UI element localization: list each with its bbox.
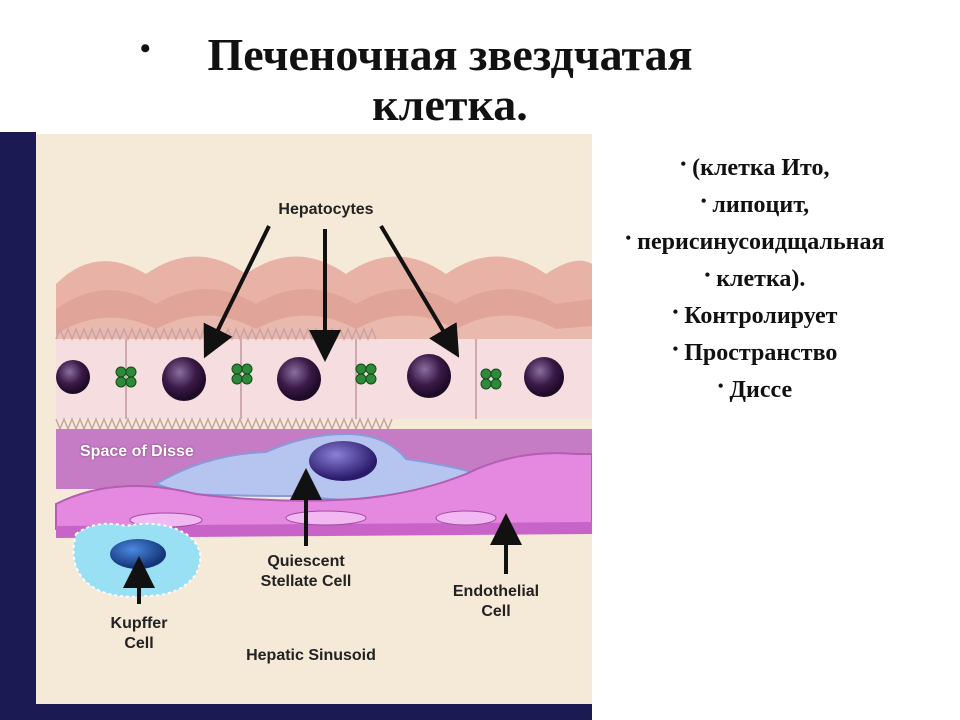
bile-canaliculi	[115, 363, 502, 390]
label-quiescent-line-2: Stellate Cell	[260, 573, 352, 590]
bullet-item: • (клетка Ито,	[575, 148, 935, 185]
label-quiescent-stellate: Quiescent Stellate Cell	[226, 552, 386, 592]
bullet-text: Контролирует	[684, 303, 838, 329]
bullet-item: • липоцит,	[575, 185, 935, 222]
label-arrows	[123, 224, 522, 604]
label-hepatocytes: Hepatocytes	[278, 201, 374, 218]
bullet-text: перисинусоидщальная	[637, 229, 885, 255]
slide-title: • Печеночная звездчатая клетка.	[140, 30, 760, 130]
label-endothelial-line-1: Endothelial	[452, 583, 540, 600]
bullet-text: Диссе	[729, 377, 793, 403]
left-accent-bar	[0, 132, 36, 720]
bullet-item: • клетка).	[575, 259, 935, 296]
title-line-2: клетка.	[372, 79, 528, 130]
label-kupffer-line-1: Kupffer	[110, 615, 168, 632]
title-line-1: Печеночная звездчатая	[207, 29, 693, 80]
bullet-text: Пространство	[684, 340, 838, 366]
label-endothelial-line-2: Cell	[481, 603, 511, 620]
bullet-dot: •	[680, 156, 687, 173]
bullet-dot: •	[672, 341, 679, 358]
bullet-text: (клетка Ито,	[692, 155, 830, 181]
label-space-of-disse: Space of Disse	[80, 443, 194, 460]
bullet-list: • (клетка Ито, • липоцит, • перисинусоидщал…	[575, 148, 935, 407]
hepatocyte-nuclei	[56, 354, 564, 401]
bullet-dot: •	[672, 304, 679, 321]
diagram-illustration	[36, 134, 592, 704]
label-endothelial-cell: Endothelial Cell	[416, 582, 576, 622]
bullet-item: • Диссе	[575, 370, 935, 407]
bullet-text: липоцит,	[712, 192, 810, 218]
label-kupffer-line-2: Cell	[124, 635, 154, 652]
bullet-item: • Пространство	[575, 333, 935, 370]
label-hepatic-sinusoid: Hepatic Sinusoid	[246, 647, 376, 664]
bullet-item: • Контролирует	[575, 296, 935, 333]
kupffer-cell	[72, 522, 202, 598]
bullet-text: клетка).	[716, 266, 806, 292]
bullet-dot: •	[704, 267, 711, 284]
bullet-dot: •	[625, 230, 632, 247]
label-quiescent-line-1: Quiescent	[267, 553, 345, 570]
bullet-dot: •	[700, 193, 707, 210]
label-kupffer-cell: Kupffer Cell	[79, 614, 199, 654]
title-bullet: •	[140, 32, 151, 65]
bullet-item: • перисинусоидщальная	[575, 222, 935, 259]
bottom-accent-bar	[0, 704, 592, 720]
liver-diagram: Hepatocytes Space of Disse Quiescent Ste…	[36, 134, 592, 704]
bullet-dot: •	[717, 378, 724, 395]
